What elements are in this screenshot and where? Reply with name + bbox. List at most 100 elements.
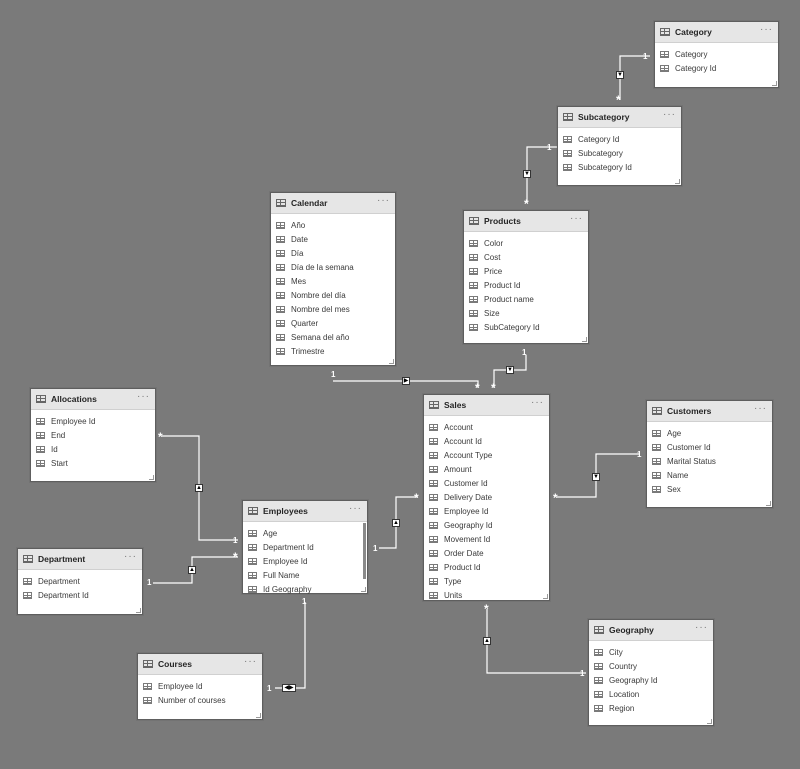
field-item[interactable]: Día de la semana <box>276 260 395 274</box>
filter-direction-down-icon[interactable]: ▼ <box>592 473 600 481</box>
field-item[interactable]: Department Id <box>248 540 367 554</box>
field-item[interactable]: Subcategory Id <box>563 160 681 174</box>
resize-handle[interactable] <box>582 337 587 342</box>
table-allocations[interactable]: Allocations ··· Employee Id End Id Start <box>30 388 156 482</box>
field-item[interactable]: Id <box>36 442 155 456</box>
table-calendar[interactable]: Calendar ··· Año Date Día Día de la sema… <box>270 192 396 366</box>
table-customers[interactable]: Customers ··· Age Customer Id Marital St… <box>646 400 773 508</box>
table-header[interactable]: Department ··· <box>18 549 142 570</box>
more-options-icon[interactable]: ··· <box>695 622 708 633</box>
field-item[interactable]: Marital Status <box>652 454 772 468</box>
field-item[interactable]: Employee Id <box>36 414 155 428</box>
field-item[interactable]: Amount <box>429 462 549 476</box>
field-item[interactable]: Nombre del día <box>276 288 395 302</box>
field-item[interactable]: Age <box>248 526 367 540</box>
filter-direction-down-icon[interactable]: ▼ <box>523 170 531 178</box>
table-category[interactable]: Category ··· Category Category Id <box>654 21 779 88</box>
field-item[interactable]: Type <box>429 574 549 588</box>
field-item[interactable]: Name <box>652 468 772 482</box>
field-item[interactable]: Customer Id <box>652 440 772 454</box>
field-item[interactable]: Employee Id <box>143 679 262 693</box>
table-header[interactable]: Customers ··· <box>647 401 772 422</box>
field-item[interactable]: Category Id <box>660 61 778 75</box>
resize-handle[interactable] <box>389 359 394 364</box>
field-item[interactable]: Trimestre <box>276 344 395 358</box>
more-options-icon[interactable]: ··· <box>663 109 676 120</box>
resize-handle[interactable] <box>256 713 261 718</box>
field-item[interactable]: Año <box>276 218 395 232</box>
resize-handle[interactable] <box>136 608 141 613</box>
table-sales[interactable]: Sales ··· Account Account Id Account Typ… <box>423 394 550 601</box>
table-header[interactable]: Products ··· <box>464 211 588 232</box>
field-item[interactable]: Delivery Date <box>429 490 549 504</box>
filter-direction-up-icon[interactable]: ▲ <box>483 637 491 645</box>
field-item[interactable]: Country <box>594 659 713 673</box>
field-item[interactable]: Region <box>594 701 713 715</box>
resize-handle[interactable] <box>772 81 777 86</box>
more-options-icon[interactable]: ··· <box>124 551 137 562</box>
field-item[interactable]: Employee Id <box>429 504 549 518</box>
resize-handle[interactable] <box>707 719 712 724</box>
field-item[interactable]: Mes <box>276 274 395 288</box>
field-item[interactable]: Product Id <box>469 278 588 292</box>
table-department[interactable]: Department ··· Department Department Id <box>17 548 143 615</box>
field-item[interactable]: Geography Id <box>594 673 713 687</box>
field-item[interactable]: Price <box>469 264 588 278</box>
field-item[interactable]: Cost <box>469 250 588 264</box>
field-item[interactable]: Order Date <box>429 546 549 560</box>
field-item[interactable]: Geography Id <box>429 518 549 532</box>
field-item[interactable]: Product name <box>469 292 588 306</box>
more-options-icon[interactable]: ··· <box>137 391 150 402</box>
field-item[interactable]: Quarter <box>276 316 395 330</box>
field-item[interactable]: Start <box>36 456 155 470</box>
more-options-icon[interactable]: ··· <box>754 403 767 414</box>
field-item[interactable]: Department <box>23 574 142 588</box>
field-item[interactable]: Día <box>276 246 395 260</box>
field-item[interactable]: Units <box>429 588 549 602</box>
more-options-icon[interactable]: ··· <box>760 24 773 35</box>
table-header[interactable]: Employees ··· <box>243 501 367 522</box>
field-item[interactable]: Employee Id <box>248 554 367 568</box>
field-item[interactable]: Customer Id <box>429 476 549 490</box>
table-header[interactable]: Geography ··· <box>589 620 713 641</box>
field-item[interactable]: Account Type <box>429 448 549 462</box>
resize-handle[interactable] <box>543 594 548 599</box>
field-item[interactable]: Color <box>469 236 588 250</box>
table-employees[interactable]: Employees ··· Age Department Id Employee… <box>242 500 368 594</box>
more-options-icon[interactable]: ··· <box>244 656 257 667</box>
field-item[interactable]: Category Id <box>563 132 681 146</box>
field-item[interactable]: Category <box>660 47 778 61</box>
field-item[interactable]: Nombre del mes <box>276 302 395 316</box>
field-item[interactable]: End <box>36 428 155 442</box>
table-header[interactable]: Subcategory ··· <box>558 107 681 128</box>
field-item[interactable]: Account <box>429 420 549 434</box>
resize-handle[interactable] <box>766 501 771 506</box>
field-item[interactable]: Department Id <box>23 588 142 602</box>
field-item[interactable]: Movement Id <box>429 532 549 546</box>
field-item[interactable]: Full Name <box>248 568 367 582</box>
field-item[interactable]: Location <box>594 687 713 701</box>
resize-handle[interactable] <box>149 475 154 480</box>
filter-direction-both-icon[interactable]: ◀▶ <box>282 684 296 692</box>
field-item[interactable]: Subcategory <box>563 146 681 160</box>
more-options-icon[interactable]: ··· <box>349 503 362 514</box>
field-item[interactable]: Sex <box>652 482 772 496</box>
filter-direction-up-icon[interactable]: ▲ <box>392 519 400 527</box>
filter-direction-up-icon[interactable]: ▲ <box>195 484 203 492</box>
table-header[interactable]: Category ··· <box>655 22 778 43</box>
resize-handle[interactable] <box>675 179 680 184</box>
table-subcategory[interactable]: Subcategory ··· Category Id Subcategory … <box>557 106 682 186</box>
field-item[interactable]: SubCategory Id <box>469 320 588 334</box>
field-item[interactable]: Account Id <box>429 434 549 448</box>
field-item[interactable]: Semana del año <box>276 330 395 344</box>
more-options-icon[interactable]: ··· <box>531 397 544 408</box>
table-header[interactable]: Allocations ··· <box>31 389 155 410</box>
table-products[interactable]: Products ··· Color Cost Price Product Id… <box>463 210 589 344</box>
table-courses[interactable]: Courses ··· Employee Id Number of course… <box>137 653 263 720</box>
table-header[interactable]: Courses ··· <box>138 654 262 675</box>
more-options-icon[interactable]: ··· <box>377 195 390 206</box>
field-item[interactable]: Product Id <box>429 560 549 574</box>
field-item[interactable]: Id Geography <box>248 582 367 596</box>
field-item[interactable]: Age <box>652 426 772 440</box>
